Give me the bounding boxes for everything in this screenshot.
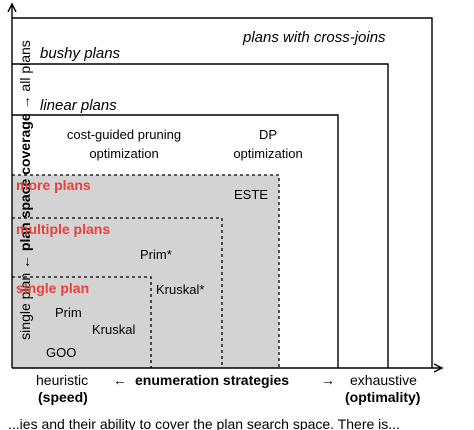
- algorithm-este: ESTE: [234, 187, 268, 202]
- more-plans-boundary: [12, 174, 280, 368]
- linear-plans-label: linear plans: [40, 97, 117, 114]
- linear-plans-boundary: [12, 114, 339, 368]
- algorithm-goo: GOO: [46, 345, 76, 360]
- x-axis-end-label: exhaustive: [350, 372, 417, 388]
- bushy-plans-label: bushy plans: [40, 45, 121, 62]
- x-axis-arrow-right: →: [321, 372, 335, 388]
- x-axis-start-sublabel: (speed): [38, 389, 88, 405]
- bushy-plans-boundary: [12, 63, 389, 368]
- single-plan-label: single plan: [16, 280, 89, 296]
- single-plan-boundary: [12, 276, 152, 368]
- algorithm-kruskal-star: Kruskal*: [156, 282, 204, 297]
- more-plans-label: more plans: [16, 177, 91, 193]
- dp-label-line1: DP: [259, 127, 277, 142]
- x-axis-start-label: heuristic: [36, 372, 88, 388]
- multiple-plans-boundary: [12, 217, 223, 368]
- algorithm-kruskal: Kruskal: [92, 322, 135, 337]
- y-axis-arrow-right: →: [17, 92, 33, 114]
- x-axis-label: enumeration strategies: [135, 372, 289, 388]
- x-axis-arrow-left: ←: [113, 372, 127, 388]
- dp-label-line2: optimization: [233, 146, 302, 161]
- multiple-plans-label: multiple plans: [16, 221, 110, 237]
- cost-guided-label-line2: optimization: [89, 146, 158, 161]
- y-axis-start-label: single plan: [17, 273, 33, 340]
- y-axis-arrow-left: ←: [17, 251, 33, 273]
- x-axis-end-sublabel: (optimality): [345, 389, 420, 405]
- algorithm-prim: Prim: [55, 305, 82, 320]
- cross-joins-boundary: [12, 17, 433, 368]
- y-axis-end-label: all plans: [17, 40, 33, 91]
- svg-text:single plan ← plan space cover: single plan ← plan space coverage → all …: [17, 40, 33, 340]
- caption-fragment: ...ies and their ability to cover the pl…: [8, 416, 400, 430]
- cost-guided-label-line1: cost-guided pruning: [67, 127, 181, 142]
- algorithm-prim-star: Prim*: [140, 247, 172, 262]
- more-plans-region: [12, 175, 279, 368]
- cross-joins-label: plans with cross-joins: [242, 29, 386, 46]
- y-axis-label: plan space coverage: [17, 113, 33, 251]
